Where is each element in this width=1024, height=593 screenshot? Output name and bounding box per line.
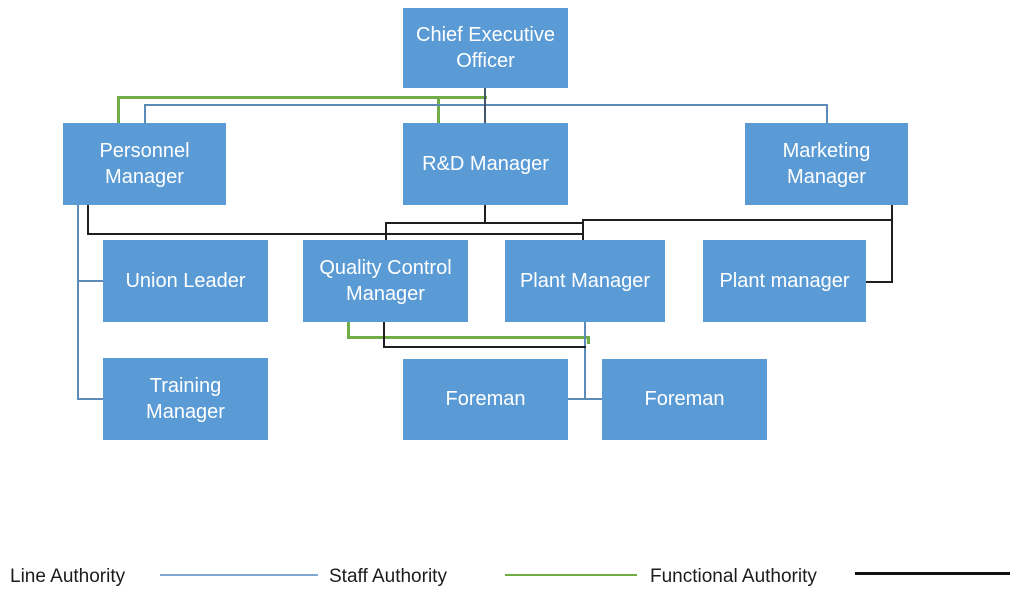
legend-label-functional-authority: Functional Authority (650, 566, 817, 587)
org-box-label-plant-manager: Plant Manager (519, 269, 651, 292)
org-box-label-personnel-manager: Personnel Manager (99, 139, 190, 188)
legend-staff-authority-sample (505, 574, 637, 576)
staff-line-qc-to-foremen-hook (587, 336, 590, 344)
org-box-label-rd-manager: R&D Manager (422, 152, 549, 175)
org-box-label-foreman-2: Foreman (644, 388, 725, 411)
org-box-foreman-1: Foreman (403, 359, 568, 440)
staff-line-drop-personnel (117, 96, 120, 123)
org-box-label-training-manager: Training Manager (146, 374, 225, 423)
line-authority-drop-personnel (144, 104, 146, 123)
org-box-marketing-manager: Marketing Manager (745, 123, 908, 205)
line-authority-personnel-down (77, 205, 79, 400)
functional-rd-down (484, 205, 486, 224)
org-box-union-leader: Union Leader (103, 240, 268, 322)
ceo-to-rd-manager-vertical (484, 88, 486, 123)
org-box-label-marketing-manager: Marketing Manager (782, 139, 871, 188)
org-box-label-plant-manager-2: Plant manager (719, 269, 850, 292)
legend-line-authority-sample (160, 574, 318, 576)
line-authority-stub-union-leader (77, 280, 103, 282)
line-authority-top-horizontal (144, 104, 828, 106)
line-authority-plant-manager-down (584, 322, 586, 400)
staff-line-drop-rd-manager (437, 96, 440, 123)
org-box-rd-manager: R&D Manager (403, 123, 568, 205)
functional-qc-to-foremen-horizontal (383, 346, 586, 348)
staff-line-top-horizontal (117, 96, 487, 99)
staff-line-qc-to-foremen-horizontal (347, 336, 590, 339)
org-box-personnel-manager: Personnel Manager (63, 123, 226, 205)
legend-functional-authority-sample (855, 572, 1010, 575)
org-box-foreman-2: Foreman (602, 359, 767, 440)
functional-drop-qc (385, 222, 387, 240)
org-box-plant-manager-2: Plant manager (703, 240, 866, 322)
legend-label-staff-authority: Staff Authority (329, 566, 447, 587)
functional-qc-bottom-down (383, 322, 385, 348)
org-box-label-quality-control-manager: Quality Control Manager (319, 256, 452, 305)
line-authority-foremen-stub (568, 398, 602, 400)
org-box-chief-executive-officer: Chief Executive Officer (403, 8, 568, 88)
org-box-label-union-leader: Union Leader (125, 269, 246, 292)
legend-label-line-authority: Line Authority (10, 566, 126, 587)
functional-right-horizontal (582, 219, 893, 221)
staff-line-qc-down (347, 322, 350, 339)
org-box-plant-manager: Plant Manager (505, 240, 665, 322)
functional-drop-plant-manager (582, 219, 584, 240)
functional-upper-horizontal (385, 222, 584, 224)
functional-marketing-down (891, 205, 893, 283)
functional-lower-horizontal (87, 233, 584, 235)
org-box-label-chief-executive-officer: Chief Executive Officer (416, 23, 555, 72)
org-box-training-manager: Training Manager (103, 358, 268, 440)
line-authority-drop-marketing (826, 104, 828, 123)
functional-personnel-down (87, 205, 89, 235)
functional-stub-plant-manager-2 (866, 281, 893, 283)
line-authority-stub-training-manager (77, 398, 103, 400)
org-box-quality-control-manager: Quality Control Manager (303, 240, 468, 322)
org-box-label-foreman-1: Foreman (445, 388, 526, 411)
